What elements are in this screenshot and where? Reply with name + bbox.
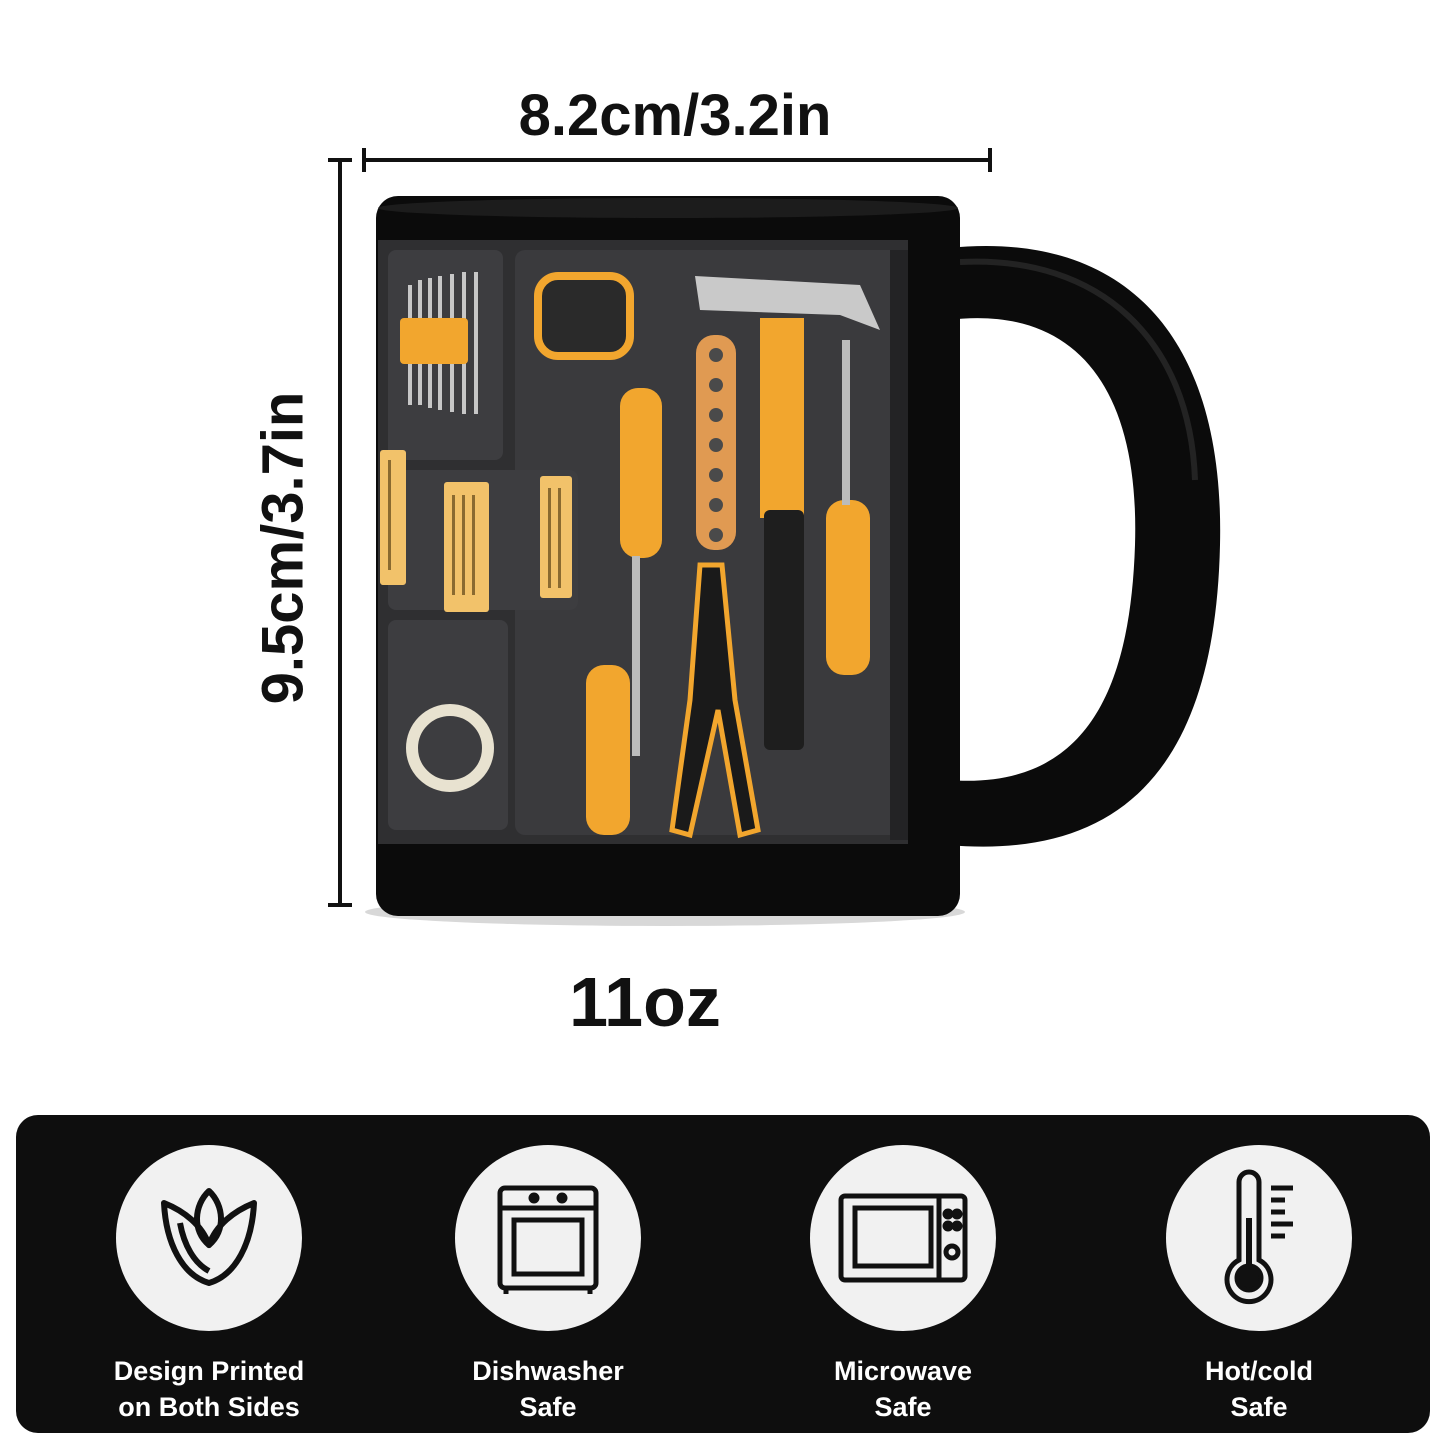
height-dimension-label: 9.5cm/3.7in — [250, 391, 316, 705]
feature-icon-circle — [116, 1145, 302, 1331]
width-dimension-label: 8.2cm/3.2in — [518, 83, 832, 148]
feature-panel: Design Printed on Both Sides Dishwasher … — [16, 1115, 1430, 1433]
dishwasher-icon — [497, 1185, 599, 1294]
feature-label: Microwave Safe — [833, 1356, 973, 1422]
feature-design-printed: Design Printed on Both Sides — [59, 1145, 359, 1425]
feature-icon-circle — [810, 1145, 996, 1331]
feature-icon-circle — [1166, 1145, 1352, 1331]
toolbox-print — [378, 240, 908, 844]
mug-handle — [948, 245, 1221, 847]
feature-dishwasher-safe: Dishwasher Safe — [398, 1145, 698, 1425]
width-dimension-line — [362, 148, 992, 172]
mug-illustration — [328, 148, 1221, 926]
feature-microwave-safe: Microwave Safe — [753, 1145, 1053, 1425]
feature-hot-cold-safe: Hot/cold Safe — [1109, 1145, 1409, 1425]
feature-label: Design Printed on Both Sides — [113, 1356, 305, 1422]
capacity-label: 11oz — [569, 963, 721, 1041]
feature-icon-circle — [455, 1145, 641, 1331]
tulip-icon — [161, 1188, 257, 1286]
microwave-icon — [838, 1193, 968, 1283]
feature-label: Dishwasher Safe — [472, 1356, 624, 1422]
thermometer-icon — [1224, 1169, 1293, 1305]
feature-label: Hot/cold Safe — [1205, 1356, 1313, 1422]
height-dimension-line — [328, 158, 352, 907]
